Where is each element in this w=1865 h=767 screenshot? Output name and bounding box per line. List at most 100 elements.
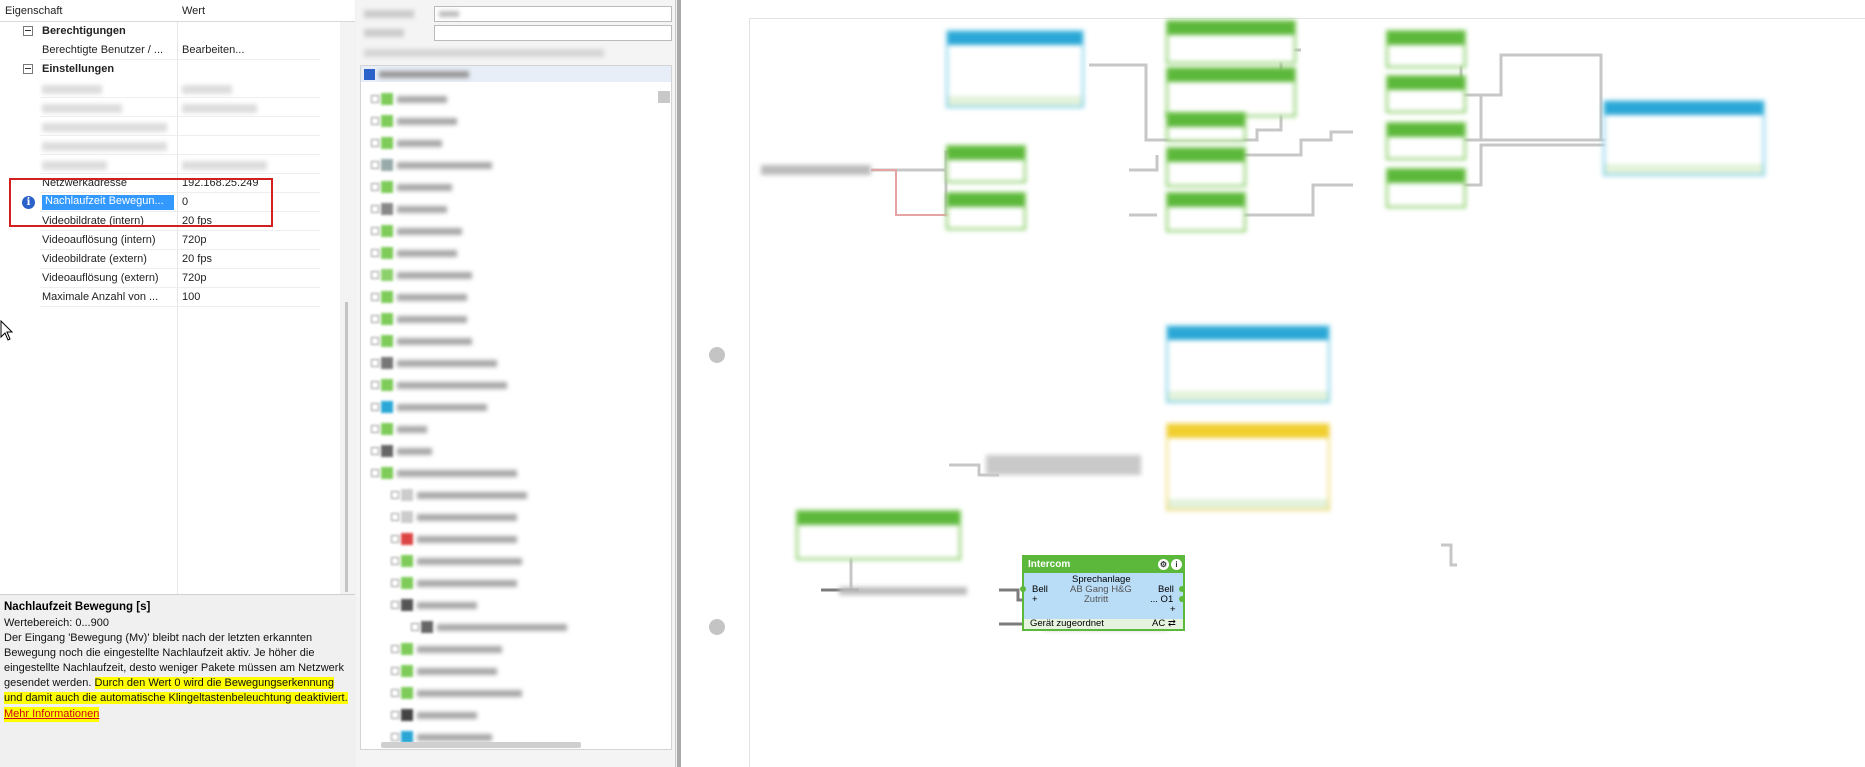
expand-icon[interactable] (371, 183, 379, 191)
tree-root-row[interactable] (361, 66, 671, 82)
tree-node[interactable] (361, 596, 667, 615)
tree-node[interactable] (361, 684, 667, 703)
logic-block-obscured[interactable] (1386, 168, 1466, 208)
expand-icon[interactable] (371, 403, 379, 411)
logic-block-obscured[interactable] (1166, 20, 1296, 64)
expand-icon[interactable] (371, 139, 379, 147)
expand-icon[interactable] (391, 645, 399, 653)
expand-icon[interactable] (371, 381, 379, 389)
logic-block-obscured[interactable] (1166, 325, 1330, 403)
tree-node[interactable] (361, 398, 667, 417)
logic-block-obscured[interactable] (1166, 423, 1330, 511)
input-pin[interactable] (1020, 586, 1026, 592)
tree-node[interactable] (361, 728, 667, 747)
column-header-value[interactable]: Wert (182, 5, 206, 17)
category-settings[interactable]: Einstellungen (0, 60, 320, 79)
logic-canvas[interactable]: Intercom ⚙ i Sprechanlage Bell AB Gang H… (681, 0, 1865, 767)
collapse-icon[interactable] (23, 64, 33, 74)
expand-icon[interactable] (391, 711, 399, 719)
scrollbar-thumb[interactable] (345, 302, 348, 592)
intercom-block[interactable]: Intercom ⚙ i Sprechanlage Bell AB Gang H… (1020, 555, 1185, 631)
tree-node[interactable] (361, 90, 667, 109)
logic-block-obscured[interactable] (1386, 122, 1466, 160)
property-value[interactable]: 0 (182, 196, 189, 208)
expand-icon[interactable] (391, 513, 399, 521)
tree-node[interactable] (361, 178, 667, 197)
logic-block-obscured[interactable] (946, 192, 1026, 230)
tree-node[interactable] (361, 266, 667, 285)
input-label-obscured[interactable] (839, 587, 967, 595)
tree-node[interactable] (361, 530, 667, 549)
logic-block-obscured[interactable] (1386, 75, 1466, 113)
filter-field[interactable] (364, 6, 676, 22)
info-icon[interactable]: i (1171, 559, 1182, 570)
row-video-fps-intern[interactable]: Videobildrate (intern) 20 fps (0, 212, 320, 231)
tree-node[interactable] (361, 552, 667, 571)
tree-node[interactable] (361, 222, 667, 241)
expand-icon[interactable] (371, 249, 379, 257)
row-video-fps-extern[interactable]: Videobildrate (extern) 20 fps (0, 250, 320, 269)
expand-icon[interactable] (391, 733, 399, 741)
tree-horizontal-scrollbar[interactable] (381, 742, 581, 748)
category-permissions[interactable]: Berechtigungen (0, 22, 320, 41)
row-obscured[interactable] (0, 155, 320, 174)
logic-block-obscured[interactable] (796, 510, 961, 560)
output-bell-label[interactable]: Bell (1158, 584, 1174, 595)
expand-icon[interactable] (371, 447, 379, 455)
expand-icon[interactable] (371, 425, 379, 433)
expand-icon[interactable] (371, 293, 379, 301)
logic-block-obscured[interactable] (1166, 67, 1296, 117)
tree-node[interactable] (361, 574, 667, 593)
panel-splitter[interactable] (677, 0, 681, 767)
input-label-obscured[interactable] (986, 455, 1141, 475)
expand-icon[interactable] (371, 161, 379, 169)
output-o1-label[interactable]: ... O1 (1150, 594, 1174, 605)
input-label-obscured[interactable] (761, 165, 871, 175)
tree-node[interactable] (361, 442, 667, 461)
expand-icon[interactable] (391, 689, 399, 697)
gear-icon[interactable]: ⚙ (1158, 559, 1169, 570)
logic-block-obscured[interactable] (1166, 192, 1246, 232)
tree-node[interactable] (361, 134, 667, 153)
logic-block-obscured[interactable] (1166, 112, 1246, 142)
expand-icon[interactable] (371, 227, 379, 235)
search-input[interactable] (434, 25, 672, 41)
tree-node[interactable] (361, 332, 667, 351)
tree-node[interactable] (361, 618, 667, 637)
expand-icon[interactable] (391, 535, 399, 543)
tree-node[interactable] (361, 354, 667, 373)
tree-node[interactable] (361, 288, 667, 307)
row-obscured[interactable] (0, 79, 320, 98)
expand-icon[interactable] (371, 315, 379, 323)
search-field[interactable] (364, 25, 676, 41)
property-value[interactable]: 720p (182, 272, 207, 284)
property-value[interactable]: 100 (182, 291, 201, 303)
expand-icon[interactable] (391, 601, 399, 609)
expand-icon[interactable] (371, 271, 379, 279)
tree-node[interactable] (361, 420, 667, 439)
input-bell-label[interactable]: Bell (1032, 584, 1048, 595)
tree-node[interactable] (361, 376, 667, 395)
tree-node[interactable] (361, 464, 667, 483)
logic-block-obscured[interactable] (1603, 100, 1765, 176)
property-value[interactable]: 720p (182, 234, 207, 246)
row-video-res-extern[interactable]: Videoauflösung (extern) 720p (0, 269, 320, 288)
filter-dropdown[interactable] (434, 6, 672, 22)
logic-block-obscured[interactable] (946, 30, 1084, 108)
tree-node[interactable] (361, 156, 667, 175)
property-value[interactable]: 192.168.25.249 (182, 177, 259, 189)
column-separator[interactable] (177, 22, 178, 594)
expand-icon[interactable] (391, 491, 399, 499)
tree-node[interactable] (361, 640, 667, 659)
tree-scroll-button[interactable] (658, 91, 670, 103)
obscured-option[interactable] (364, 49, 604, 57)
more-information-link[interactable]: Mehr Informationen (4, 707, 100, 722)
expand-icon[interactable] (391, 557, 399, 565)
expand-icon[interactable] (411, 623, 419, 631)
output-pin[interactable] (1179, 596, 1185, 602)
expand-icon[interactable] (371, 117, 379, 125)
row-motion-runtime[interactable]: i Nachlaufzeit Bewegun... 0 (0, 193, 320, 212)
row-network-address[interactable]: Netzwerkadresse 192.168.25.249 (0, 174, 320, 193)
expand-icon[interactable] (391, 667, 399, 675)
property-value-edit-link[interactable]: Bearbeiten... (182, 44, 245, 56)
